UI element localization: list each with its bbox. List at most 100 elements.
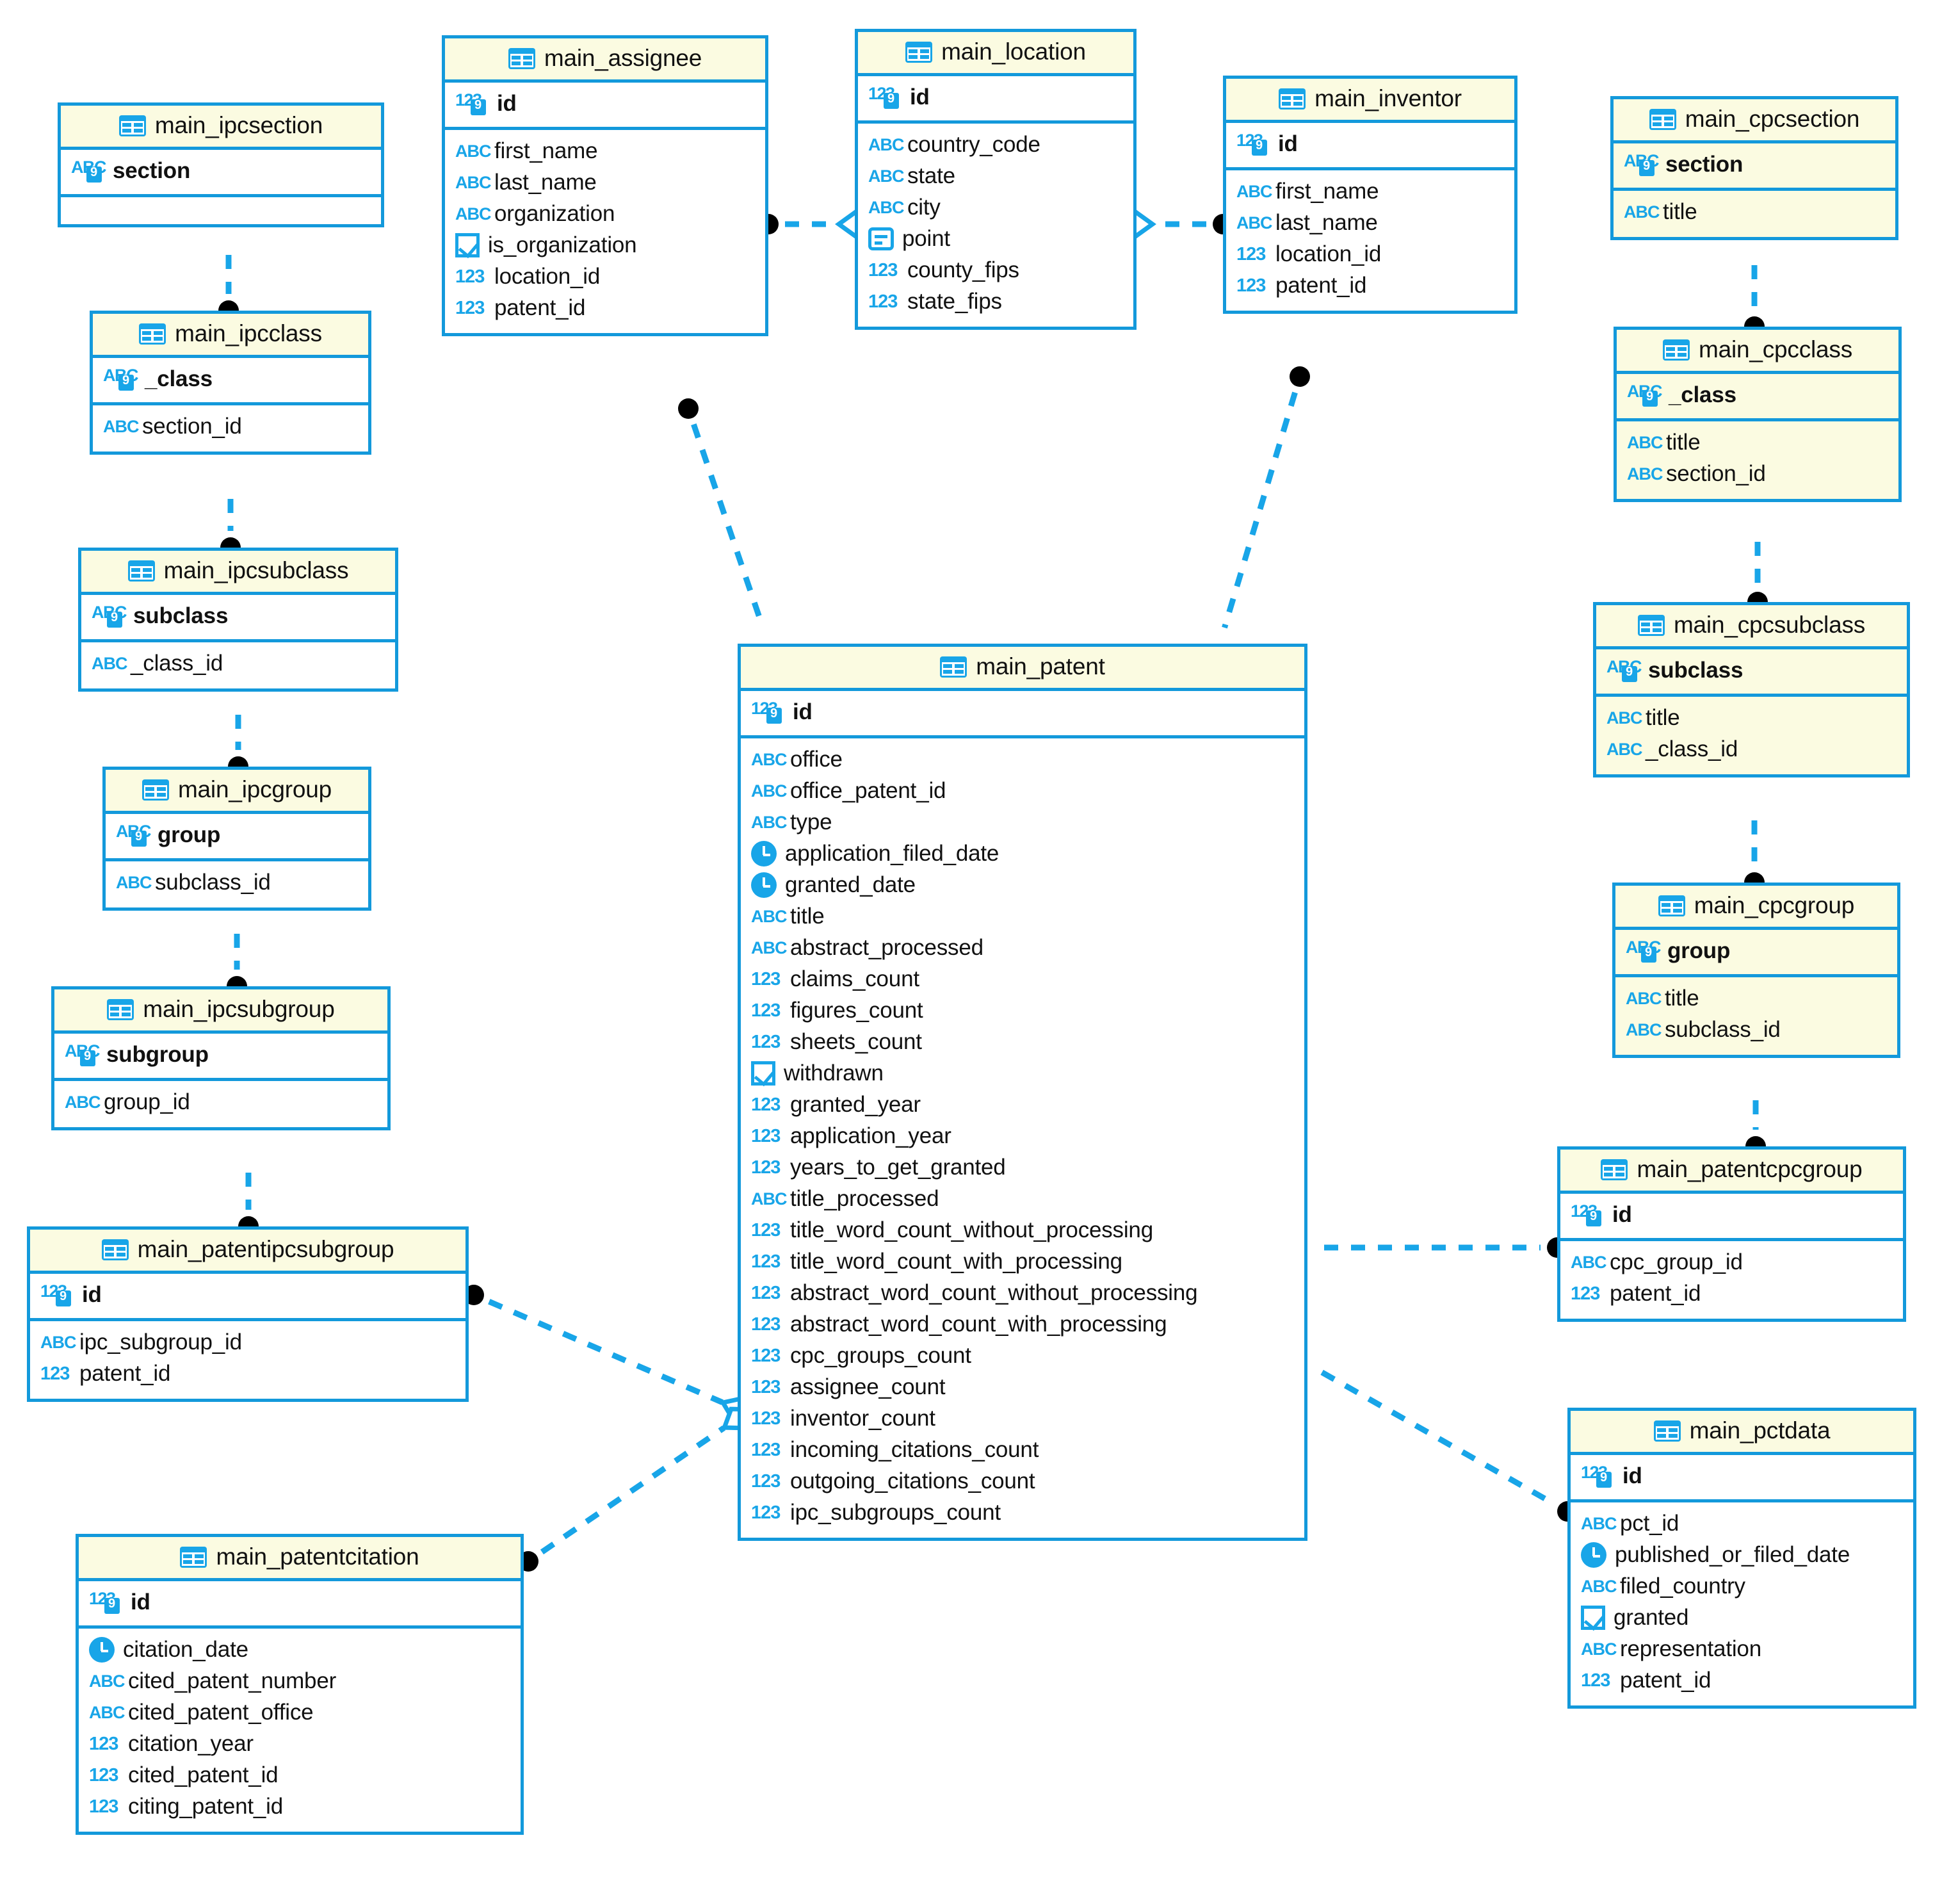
- column-row[interactable]: ABC_class: [1627, 380, 1888, 411]
- column-row[interactable]: citation_date: [89, 1634, 510, 1666]
- column-row[interactable]: granted: [1581, 1602, 1903, 1634]
- entity-main_patentcpcgroup[interactable]: main_patentcpcgroup123idABCcpc_group_id1…: [1557, 1146, 1906, 1322]
- entity-main_patent[interactable]: main_patent123idABCofficeABCoffice_paten…: [738, 644, 1307, 1541]
- column-row[interactable]: withdrawn: [751, 1058, 1294, 1089]
- column-row[interactable]: granted_date: [751, 870, 1294, 901]
- column-row[interactable]: 123id: [89, 1587, 510, 1618]
- column-row[interactable]: 123id: [868, 82, 1123, 113]
- column-row[interactable]: ABC_class: [103, 364, 358, 395]
- entity-main_inventor[interactable]: main_inventor123idABCfirst_nameABClast_n…: [1223, 76, 1517, 314]
- entity-main_cpcclass[interactable]: main_cpcclassABC_classABCtitleABCsection…: [1614, 327, 1902, 502]
- column-row[interactable]: point: [868, 224, 1123, 255]
- entity-main_patentipcsubgroup[interactable]: main_patentipcsubgroup123idABCipc_subgro…: [27, 1226, 469, 1402]
- column-row[interactable]: ABC_class_id: [1606, 734, 1897, 765]
- entity-main_assignee[interactable]: main_assignee123idABCfirst_nameABClast_n…: [442, 35, 768, 336]
- column-row[interactable]: is_organization: [455, 230, 755, 261]
- column-row[interactable]: 123id: [1571, 1200, 1893, 1231]
- entity-main_patentcitation[interactable]: main_patentcitation123idcitation_dateABC…: [76, 1534, 524, 1835]
- entity-main_location[interactable]: main_location123idABCcountry_codeABCstat…: [855, 29, 1137, 330]
- column-row[interactable]: 123id: [455, 88, 755, 120]
- column-row[interactable]: 123id: [1581, 1461, 1903, 1492]
- entity-main_ipcgroup[interactable]: main_ipcgroupABCgroupABCsubclass_id: [102, 767, 371, 911]
- entity-main_cpcgroup[interactable]: main_cpcgroupABCgroupABCtitleABCsubclass…: [1612, 883, 1900, 1058]
- entity-main_pctdata[interactable]: main_pctdata123idABCpct_idpublished_or_f…: [1567, 1408, 1916, 1709]
- entity-main_ipcsubclass[interactable]: main_ipcsubclassABCsubclassABC_class_id: [78, 548, 398, 692]
- column-row[interactable]: ABCsubgroup: [65, 1039, 377, 1071]
- column-row[interactable]: 123id: [751, 697, 1294, 728]
- entity-main_cpcsubclass[interactable]: main_cpcsubclassABCsubclassABCtitleABC_c…: [1593, 602, 1910, 777]
- entity-main_ipcsection[interactable]: main_ipcsectionABCsection: [58, 102, 384, 227]
- column-row[interactable]: published_or_filed_date: [1581, 1540, 1903, 1571]
- column-row[interactable]: ABC_class_id: [92, 648, 385, 679]
- entity-main_ipcsubgroup[interactable]: main_ipcsubgroupABCsubgroupABCgroup_id: [51, 986, 391, 1130]
- entity-main_cpcsection[interactable]: main_cpcsectionABCsectionABCtitle: [1610, 96, 1898, 240]
- column-row[interactable]: application_filed_date: [751, 838, 1294, 870]
